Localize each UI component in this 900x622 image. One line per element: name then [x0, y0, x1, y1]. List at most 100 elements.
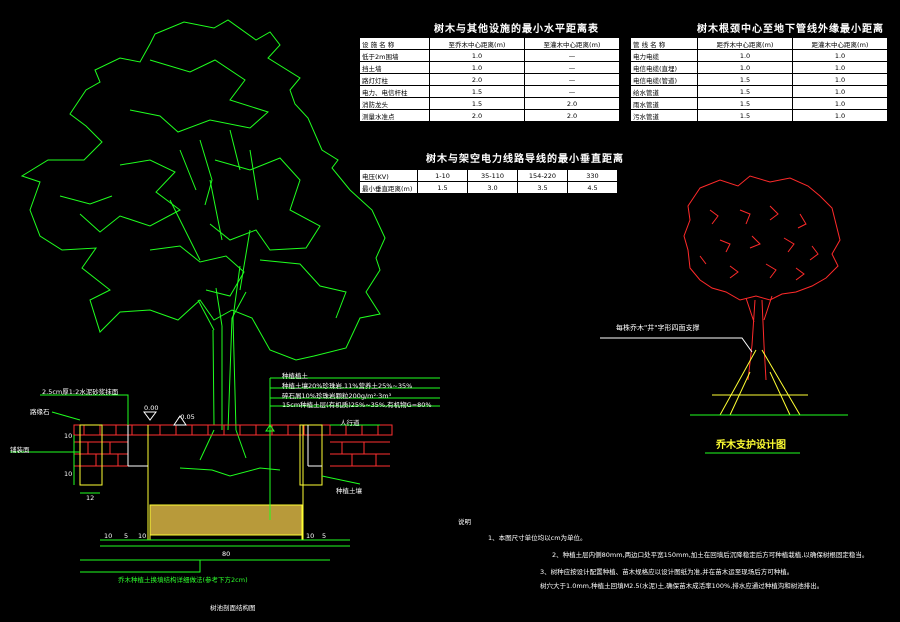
table-cell: —	[524, 49, 620, 62]
table-cell: 1.0	[429, 49, 525, 62]
table1-title: 树木与其他设施的最小水平距离表	[434, 24, 599, 35]
table-header-cell: 电压(KV)	[359, 169, 418, 182]
table-cell: —	[524, 73, 620, 86]
right-note-2: 种植土壤	[336, 487, 362, 495]
table-header-cell: 距乔木中心距离(m)	[697, 37, 793, 50]
table-cell: 最小垂直距离(m)	[359, 181, 418, 194]
table-cell: 1.5	[697, 97, 793, 110]
table-cell: 雨水管道	[630, 97, 698, 110]
table-cell: 测量水准点	[359, 109, 430, 122]
left-note-3: 铺装面	[10, 446, 30, 454]
table-cell: 1.0	[792, 49, 888, 62]
notes-item-1: 2、种植土层内侧80mm,两边口处平宽150mm,加土在回填后沉降稳定后方可种植…	[552, 551, 869, 559]
table-cell: 2.0	[524, 97, 620, 110]
support-tree	[600, 175, 848, 454]
dim-3: 80	[222, 550, 231, 558]
notes-heading: 说明	[458, 518, 471, 526]
table-cell: 1.5	[697, 85, 793, 98]
table-cell: 1.0	[792, 73, 888, 86]
table-header-row: 设 施 名 称 至乔木中心距离(m) 至灌木中心距离(m)	[359, 37, 620, 50]
table-cell: 1.0	[792, 109, 888, 122]
table-cell: 电信电缆(管道)	[630, 73, 698, 86]
tree-pit-section	[10, 377, 440, 573]
table-cell: 1.5	[697, 109, 793, 122]
table-cell: 1.0	[697, 49, 793, 62]
table-header-cell: 330	[567, 169, 618, 182]
table-cell: 给水管道	[630, 85, 698, 98]
section-callout-0: 种植植土	[282, 372, 308, 380]
section-callout-3: 15cm种植土层(有机质)25%~35%,有机物G=80%	[282, 401, 432, 409]
table-cell: 1.5	[697, 73, 793, 86]
table-cell: 1.0	[697, 61, 793, 74]
table-row: 最小垂直距离(m) 1.5 3.0 3.5 4.5	[359, 181, 618, 194]
table2-title: 树木根颈中心至地下管线外缘最小距离	[697, 24, 884, 35]
table-cell: —	[524, 85, 620, 98]
dim-5: 5	[322, 532, 327, 540]
table-cell: 1.0	[429, 61, 525, 74]
table-cell: 3.5	[517, 181, 568, 194]
table-cell: 1.5	[429, 85, 525, 98]
table-cell: 3.0	[467, 181, 518, 194]
table-header-row: 电压(KV) 1-10 35-110 154-220 330	[359, 169, 618, 182]
dim-8: 10	[64, 470, 73, 478]
section-callout-2: 碎石屑10%珍珠岩颗粒200g/m²·3m³	[282, 392, 392, 400]
table-cell: 1.5	[417, 181, 468, 194]
table-cell: 挡土墙	[359, 61, 430, 74]
table-header-cell: 至灌木中心距离(m)	[524, 37, 620, 50]
table-header-cell: 距灌木中心距离(m)	[792, 37, 888, 50]
tree-canopy	[20, 19, 386, 361]
table3-title: 树木与架空电力线路导线的最小垂直距离	[426, 154, 624, 165]
table-cell: 污水管道	[630, 109, 698, 122]
table-cell: 2.0	[524, 109, 620, 122]
bottom-note: 乔木种植土换填结构详细做法(参考下方2cm)	[118, 576, 248, 584]
table-cell: 1.5	[429, 97, 525, 110]
support-caption: 乔木支护设计图	[716, 440, 786, 451]
table-header-cell: 设 施 名 称	[359, 37, 430, 50]
section-caption: 树池剖面结构图	[210, 604, 256, 612]
left-note-2: 路缘石	[30, 408, 50, 416]
table-cell: 1.0	[792, 97, 888, 110]
table-cell: 1.0	[792, 61, 888, 74]
table-cell: 1.0	[792, 85, 888, 98]
table-cell: 低于2m围墙	[359, 49, 430, 62]
table-header-cell: 154-220	[517, 169, 568, 182]
table-header-cell: 至乔木中心距离(m)	[429, 37, 525, 50]
table-cell: 2.0	[429, 73, 525, 86]
table-cell: 电信电缆(直埋)	[630, 61, 698, 74]
table-cell: 电力、电信杆柱	[359, 85, 430, 98]
table-cell: 4.5	[567, 181, 618, 194]
dim-6: 12	[86, 494, 95, 502]
table-header-row: 管 线 名 称 距乔木中心距离(m) 距灌木中心距离(m)	[630, 37, 888, 50]
notes-item-2: 3、树种应按设计配置种植、苗木规格应以设计图纸为准,并在苗木运至现场后方可种植。	[540, 568, 794, 576]
elevation-top: 0.00	[144, 404, 159, 412]
dim-4: 10	[306, 532, 315, 540]
table-cell: 电力电缆	[630, 49, 698, 62]
dim-7: 10	[64, 432, 73, 440]
dim-0: 10	[104, 532, 113, 540]
table-cell: 2.0	[429, 109, 525, 122]
table-header-cell: 1-10	[417, 169, 468, 182]
support-callout: 每株乔木"井"字形四面支撑	[616, 324, 700, 332]
table-cell: 消防龙头	[359, 97, 430, 110]
right-note: 人行道	[340, 419, 360, 427]
notes-item-0: 1、本图尺寸单位均以cm为单位。	[488, 534, 587, 542]
elevation-pit: -0.05	[178, 413, 195, 421]
section-callout-1: 种植土壤20%珍珠岩,11%营养土25%~35%	[282, 382, 413, 390]
dim-2: 10	[138, 532, 147, 540]
